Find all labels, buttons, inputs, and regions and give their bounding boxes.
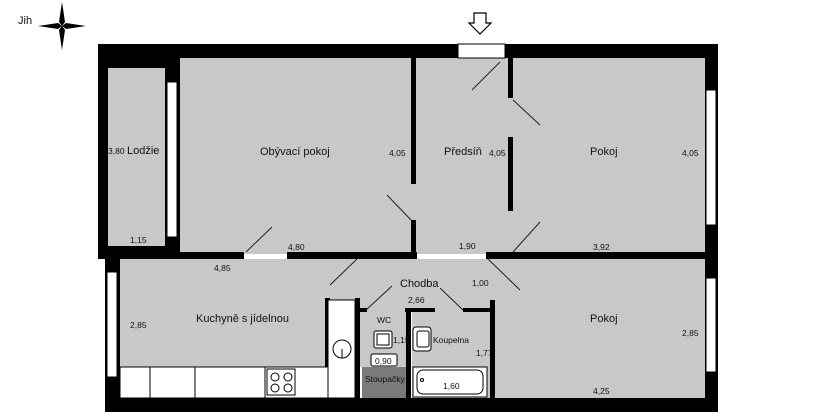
entrance-door [457, 43, 506, 59]
toilet-icon [370, 330, 398, 367]
dimension: 1,15 [393, 335, 410, 345]
sink-icon [332, 339, 352, 359]
dimension: 2,66 [408, 295, 425, 305]
compass-label: Jih [18, 15, 32, 27]
dimension: 0,90 [375, 356, 392, 366]
dimension: 1,15 [130, 235, 147, 245]
dimension: 4,05 [489, 148, 506, 158]
room-label: Stoupačky [365, 374, 405, 384]
room-label: Chodba [400, 278, 439, 290]
dimension: 1,77 [476, 348, 493, 358]
dimension: 2,85 [682, 328, 699, 338]
room-label: Obývací pokoj [260, 146, 330, 158]
dimension: 4,80 [288, 242, 305, 252]
dimension: 2,85 [130, 320, 147, 330]
dimension: 1,90 [459, 241, 476, 251]
room-label: Předsíň [444, 146, 482, 158]
room-pokoj-1 [512, 58, 705, 254]
room-pokoj-2 [495, 259, 705, 398]
room-label: WC [377, 315, 391, 325]
washbasin-icon [412, 326, 432, 352]
window [106, 271, 118, 378]
dimension: 4,05 [389, 148, 406, 158]
room-label: Kuchyně s jídelnou [196, 313, 289, 325]
window [705, 89, 717, 226]
room-label: Pokoj [590, 313, 618, 325]
room-lodzie [108, 68, 166, 246]
door-swings [245, 61, 541, 311]
room-label: Koupelna [433, 335, 469, 345]
room-obyvaci-pokoj [180, 58, 414, 254]
window [705, 277, 717, 373]
dimension: 1,60 [443, 381, 460, 391]
dimension: 4,05 [682, 148, 699, 158]
compass-rose-icon [38, 2, 86, 50]
window [166, 81, 178, 238]
dimension: 4,25 [593, 386, 610, 396]
entrance-arrow-icon [467, 12, 493, 35]
bathtub-icon [412, 366, 488, 398]
stoupacky-shaft [362, 367, 408, 398]
dimension: 3,92 [593, 242, 610, 252]
room-predsin [414, 58, 512, 254]
dimension: 3,80 [108, 146, 125, 156]
stove-icon [266, 368, 296, 396]
room-label: Lodžie [127, 145, 159, 157]
dimension: 1,00 [472, 278, 489, 288]
dimension: 4,85 [214, 263, 231, 273]
room-label: Pokoj [590, 146, 618, 158]
